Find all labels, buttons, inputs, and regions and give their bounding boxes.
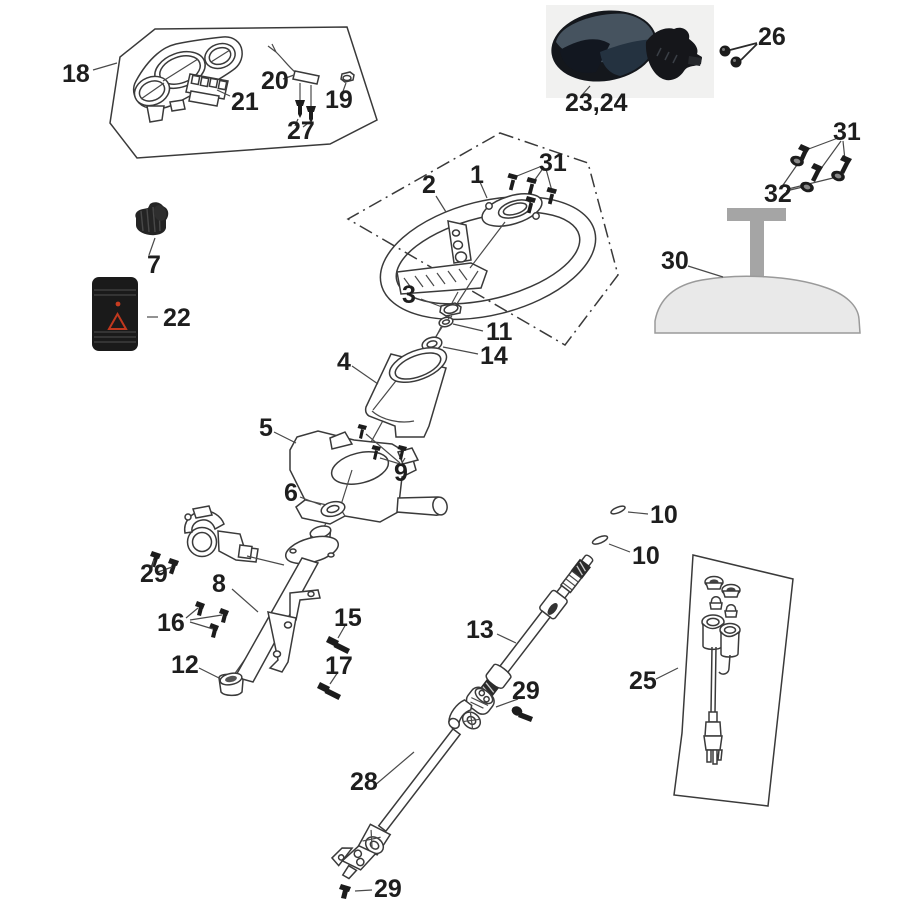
svg-text:10: 10 — [632, 542, 660, 570]
svg-text:27: 27 — [287, 117, 315, 145]
svg-text:10: 10 — [650, 501, 678, 529]
svg-text:4: 4 — [337, 348, 351, 376]
svg-text:2: 2 — [422, 171, 436, 199]
svg-text:32: 32 — [764, 180, 792, 208]
svg-text:26: 26 — [758, 23, 786, 51]
svg-text:7: 7 — [147, 251, 161, 279]
svg-text:28: 28 — [350, 768, 378, 796]
svg-text:21: 21 — [231, 88, 259, 116]
svg-text:11: 11 — [486, 318, 513, 346]
svg-text:1: 1 — [470, 161, 484, 189]
svg-text:17: 17 — [325, 652, 353, 680]
svg-text:5: 5 — [259, 414, 273, 442]
svg-text:31: 31 — [539, 149, 567, 177]
svg-text:30: 30 — [661, 247, 689, 275]
svg-text:23,24: 23,24 — [565, 89, 628, 117]
svg-text:6: 6 — [284, 479, 298, 507]
svg-text:12: 12 — [171, 651, 199, 679]
svg-text:16: 16 — [157, 609, 185, 637]
svg-text:19: 19 — [325, 86, 353, 114]
svg-text:8: 8 — [212, 570, 226, 598]
svg-text:15: 15 — [334, 604, 362, 632]
svg-text:9: 9 — [394, 459, 408, 487]
svg-text:14: 14 — [480, 342, 508, 370]
svg-text:18: 18 — [62, 60, 90, 88]
svg-text:25: 25 — [629, 667, 657, 695]
svg-text:31: 31 — [833, 118, 861, 146]
svg-text:3: 3 — [402, 281, 416, 309]
svg-text:22: 22 — [163, 304, 191, 332]
svg-text:29: 29 — [512, 677, 540, 705]
svg-text:20: 20 — [261, 67, 289, 95]
svg-text:29: 29 — [140, 560, 168, 588]
svg-text:29: 29 — [374, 875, 402, 903]
svg-text:13: 13 — [466, 616, 494, 644]
